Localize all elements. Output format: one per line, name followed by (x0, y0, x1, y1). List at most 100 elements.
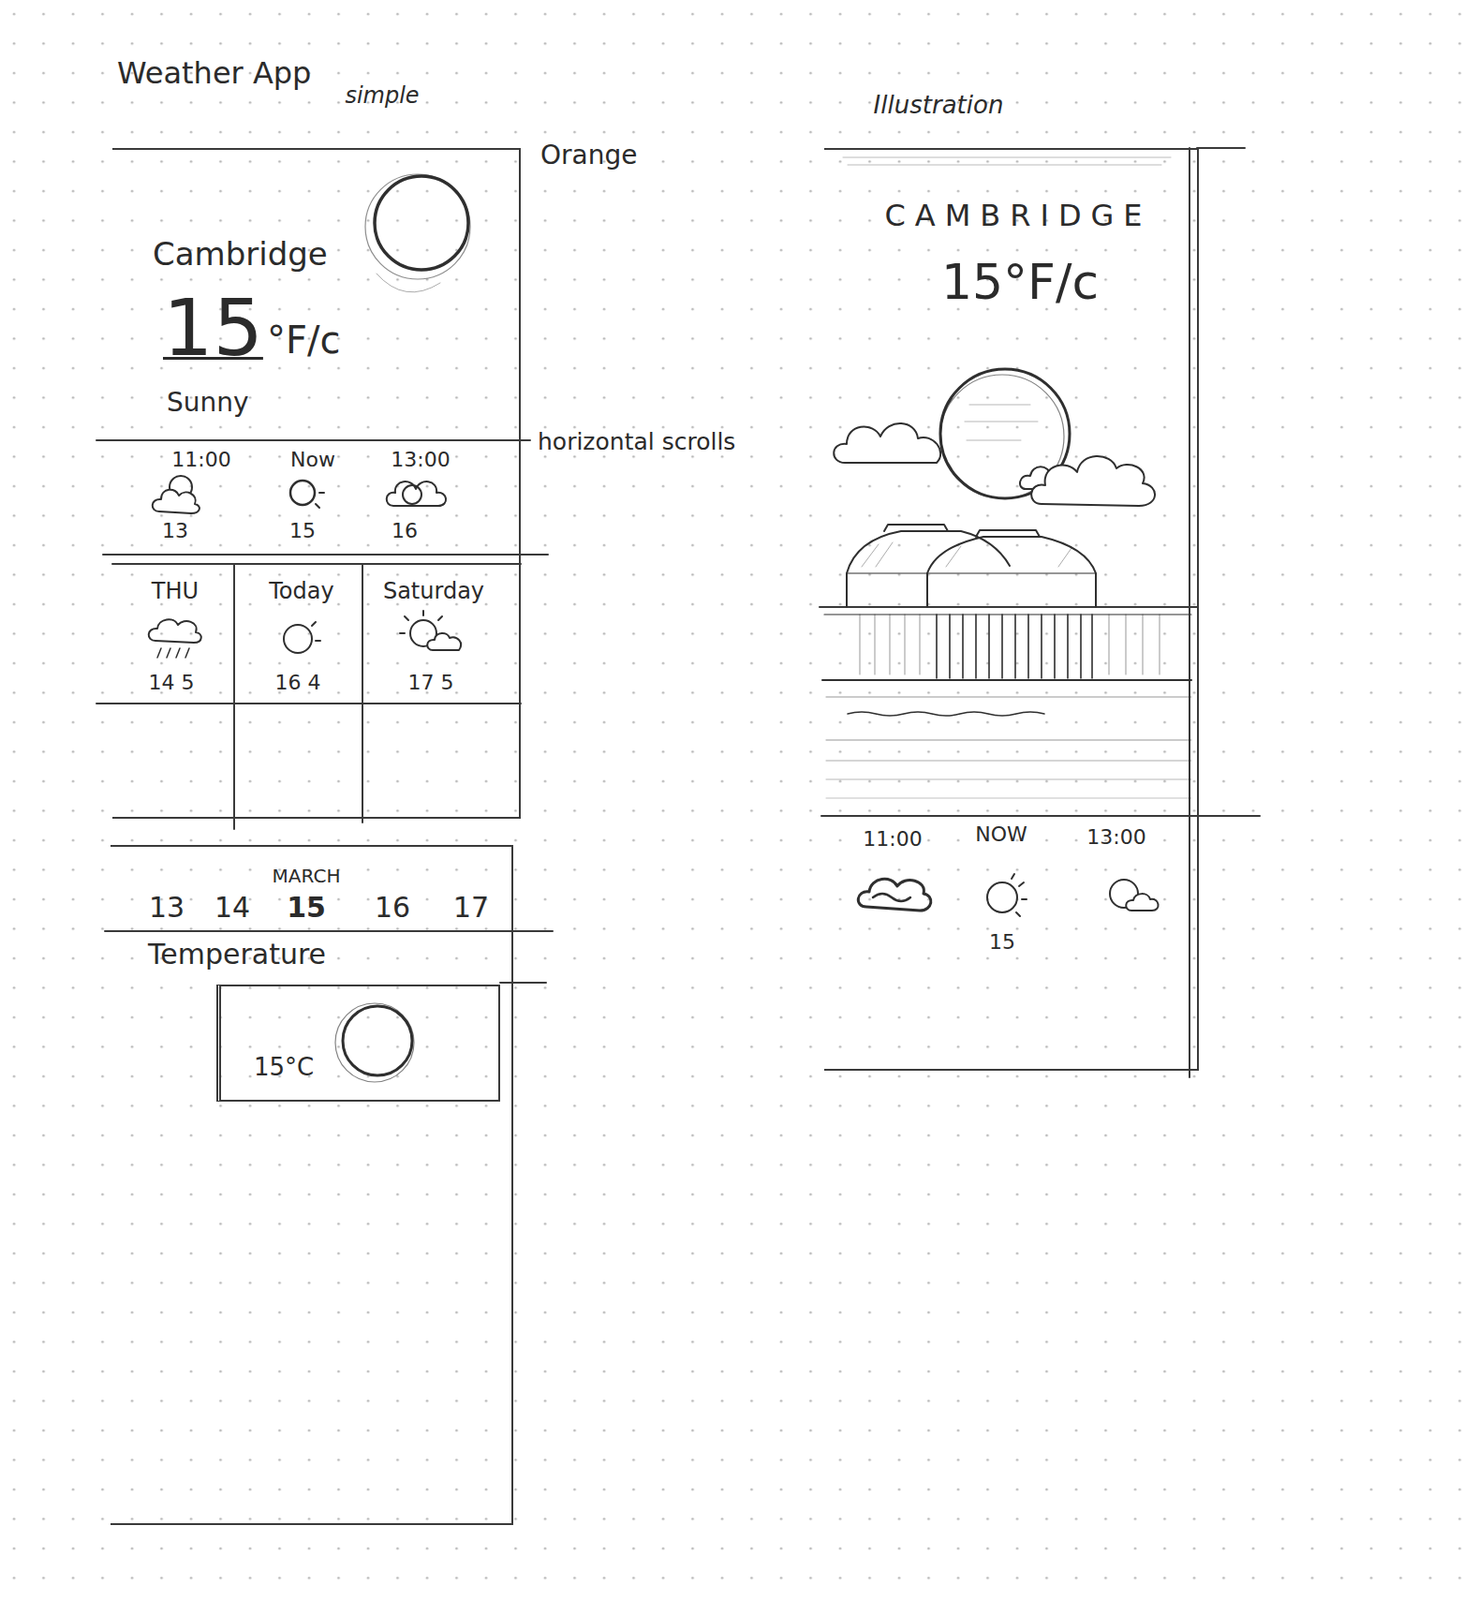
landscape-illustration (847, 711, 1045, 716)
weather-icon (152, 489, 200, 514)
landscape-illustration (975, 530, 1040, 537)
landscape-illustration (826, 760, 1192, 762)
weather-icon (1011, 873, 1027, 917)
hour-temp: 13 (162, 518, 189, 543)
weather-icon (311, 621, 321, 641)
landscape-illustration (884, 524, 948, 532)
date-number: 16 (374, 891, 411, 925)
frame-lines (1188, 147, 1191, 1078)
hour-label: 11:00 (171, 447, 231, 472)
frame-lines (819, 605, 1197, 608)
month-label: MARCH (272, 865, 341, 887)
weather-icon (148, 619, 202, 643)
day-cell: THU 14 5 (112, 565, 235, 819)
sun-sketch (335, 1003, 414, 1082)
date-number: 14 (214, 891, 251, 925)
sun-sketch (365, 174, 471, 280)
landscape-illustration (833, 423, 941, 463)
landscape-illustration (964, 404, 1038, 441)
variant-heading: Illustration (873, 91, 1005, 120)
frame-lines (500, 981, 547, 984)
frame-lines (96, 147, 1260, 1078)
landscape-illustration (846, 572, 1096, 574)
frame-lines (96, 702, 521, 705)
day-cell: Saturday17 5 (362, 565, 519, 819)
weather-icon (283, 624, 312, 653)
temperature-value: 15°F/c (941, 254, 1099, 311)
frame-lines (1197, 147, 1245, 149)
frame-lines (361, 563, 364, 823)
sun-sketch (335, 174, 471, 1082)
date-number: 13 (148, 891, 185, 925)
phone-screen: IllustrationCAMBRIDGE15°F/c11:00NOW13:00… (824, 147, 1199, 1071)
page-title: Weather App (117, 56, 311, 91)
day-name: THU (151, 578, 199, 606)
date-number: 17 (453, 891, 489, 925)
hour-label: Now (290, 447, 336, 472)
frame-lines (112, 562, 521, 565)
landscape-illustration (936, 614, 1093, 679)
hour-label: NOW (975, 822, 1028, 846)
landscape-illustration (824, 613, 1192, 615)
variant-heading: simple (344, 83, 419, 110)
hour-label: 13:00 (390, 447, 450, 472)
weather-icon (157, 648, 190, 658)
scroll-note: horizontal scrolls (537, 428, 736, 457)
temperature-card: 15°C (216, 984, 501, 1102)
frame-lines (233, 563, 236, 829)
hour-temp: 15 (989, 930, 1016, 954)
landscape-illustration (826, 696, 1192, 698)
frame-lines (842, 157, 1171, 165)
weather-icon (386, 481, 446, 506)
phone-screen: simpleCambridge15°F/cSunny11:00Now13:001… (112, 147, 521, 819)
sun-sketch (342, 1005, 413, 1076)
day-temps: 16 4 (275, 670, 322, 695)
landscape-illustration (826, 798, 1192, 799)
day-name: Today (268, 578, 334, 606)
landscape-illustration (859, 614, 1160, 675)
weather-icon (987, 882, 1018, 913)
frame-lines (104, 930, 553, 932)
date-number: 15 (286, 891, 326, 925)
landscape-illustration (822, 679, 1192, 681)
day-temps: 14 5 (148, 670, 195, 695)
weather-icon (148, 475, 1159, 917)
landscape-illustration (826, 739, 1192, 741)
weather-icon (872, 893, 911, 902)
frame-lines (96, 439, 531, 442)
hour-temp: 15 (289, 518, 316, 543)
weather-icon (427, 633, 461, 651)
weather-icon (290, 480, 315, 505)
hourly-strip: 11:00 NOW 13:00 15 (824, 817, 1196, 1069)
colour-note: Orange (540, 140, 637, 171)
landscape-illustration (826, 779, 1192, 781)
hour-temp: 16 (391, 518, 418, 543)
landscape-illustration (861, 542, 1072, 567)
sun-sketch (374, 176, 469, 270)
hour-label: 11:00 (862, 827, 922, 851)
section-heading: Temperature (147, 938, 326, 972)
weather-icon (315, 492, 325, 508)
weather-icon (1125, 893, 1158, 911)
day-cell: Today 16 4 (234, 565, 363, 819)
landscape-illustration (1031, 456, 1155, 506)
city-name: Cambridge (152, 236, 328, 273)
landscape-illustration (927, 536, 1096, 607)
temperature-value: 15°C (253, 1053, 314, 1082)
landscape-illustration (822, 369, 1192, 798)
weather-icon (399, 610, 443, 634)
frame-lines (821, 814, 1260, 817)
hour-label: 13:00 (1086, 825, 1146, 849)
sun-sketch (376, 273, 441, 293)
unit-toggle: °F/c (266, 318, 340, 362)
condition-text: Sunny (166, 387, 250, 418)
day-name: Saturday (383, 578, 485, 606)
temperature-value: 15 (162, 282, 264, 374)
weather-icon (402, 485, 422, 504)
hourly-strip: 11:00 Now 13:00 13 15 16 (112, 442, 521, 557)
weather-icon (857, 878, 931, 911)
frame-lines (103, 553, 548, 556)
